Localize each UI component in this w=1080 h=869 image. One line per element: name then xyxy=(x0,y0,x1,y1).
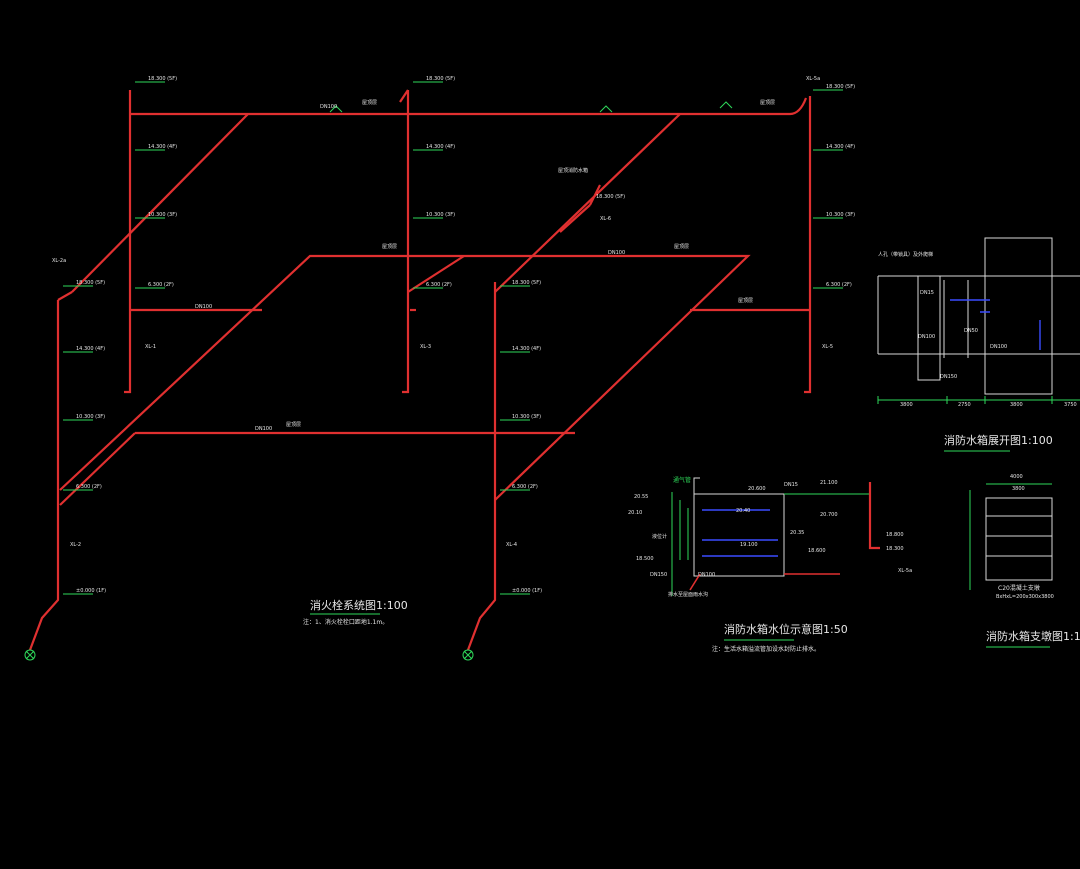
svg-text:14.300 (4F): 14.300 (4F) xyxy=(512,346,541,352)
svg-text:屋顶消防水箱: 屋顶消防水箱 xyxy=(558,167,588,174)
svg-text:DN15: DN15 xyxy=(920,290,934,296)
elevation-markers xyxy=(63,81,843,595)
svg-text:排水至屋面雨水沟: 排水至屋面雨水沟 xyxy=(668,591,708,598)
svg-text:通气管: 通气管 xyxy=(673,476,691,484)
svg-text:6.300 (2F): 6.300 (2F) xyxy=(426,282,452,288)
svg-text:14.300 (4F): 14.300 (4F) xyxy=(426,144,455,150)
svg-text:±0.000 (1F): ±0.000 (1F) xyxy=(512,588,542,594)
svg-text:14.300 (4F): 14.300 (4F) xyxy=(826,144,855,150)
svg-text:XL-2a: XL-2a xyxy=(52,258,66,264)
tank-level-note: 注：生活水箱溢流管加设水封防止排水。 xyxy=(712,645,820,653)
svg-text:18.300 (5F): 18.300 (5F) xyxy=(596,194,625,200)
svg-text:3750: 3750 xyxy=(1064,402,1077,408)
system-note: 注：1、消火栓栓口距地1.1m。 xyxy=(303,618,388,626)
svg-text:XL-1: XL-1 xyxy=(145,344,156,350)
svg-text:20.55: 20.55 xyxy=(634,494,648,500)
svg-text:6.300 (2F): 6.300 (2F) xyxy=(76,484,102,490)
svg-text:21.100: 21.100 xyxy=(820,480,838,486)
svg-text:XL-6: XL-6 xyxy=(600,216,611,222)
tank-level-diagram: 通气管 20.600 20.40 20.35 19.100 18.600 18.… xyxy=(628,476,912,653)
svg-text:DN100: DN100 xyxy=(918,334,935,340)
svg-text:屋顶层: 屋顶层 xyxy=(362,100,377,106)
svg-text:10.300 (3F): 10.300 (3F) xyxy=(512,414,541,420)
svg-text:20.700: 20.700 xyxy=(820,512,838,518)
svg-text:DN100: DN100 xyxy=(195,304,212,310)
svg-text:C20混凝土支墩: C20混凝土支墩 xyxy=(998,584,1040,592)
svg-text:DN100: DN100 xyxy=(990,344,1007,350)
svg-text:18.500: 18.500 xyxy=(636,556,654,562)
svg-text:DN100: DN100 xyxy=(608,250,625,256)
svg-text:18.300 (5F): 18.300 (5F) xyxy=(426,76,455,82)
svg-text:3800: 3800 xyxy=(1012,486,1025,492)
svg-text:4000: 4000 xyxy=(1010,474,1023,480)
svg-text:3800: 3800 xyxy=(900,402,913,408)
svg-text:XL-4: XL-4 xyxy=(506,542,517,548)
svg-text:10.300 (3F): 10.300 (3F) xyxy=(826,212,855,218)
svg-text:BxHxL=200x300x3800: BxHxL=200x300x3800 xyxy=(996,594,1054,600)
svg-text:液位计: 液位计 xyxy=(652,533,667,540)
svg-text:屋顶层: 屋顶层 xyxy=(738,298,753,304)
svg-text:屋顶层: 屋顶层 xyxy=(286,422,301,428)
svg-text:2750: 2750 xyxy=(958,402,971,408)
svg-text:XL-5: XL-5 xyxy=(822,344,833,350)
hydrant-system-diagram: 18.300 (5F) 14.300 (4F) 10.300 (3F) 6.30… xyxy=(24,76,855,661)
svg-text:18.300 (5F): 18.300 (5F) xyxy=(826,84,855,90)
svg-text:20.10: 20.10 xyxy=(628,510,642,516)
svg-text:屋顶层: 屋顶层 xyxy=(674,244,689,250)
svg-text:DN15: DN15 xyxy=(784,482,798,488)
svg-text:3800: 3800 xyxy=(1010,402,1023,408)
svg-text:18.300 (5F): 18.300 (5F) xyxy=(76,280,105,286)
svg-text:6.300 (2F): 6.300 (2F) xyxy=(512,484,538,490)
svg-text:DN100: DN100 xyxy=(255,426,272,432)
svg-text:DN100: DN100 xyxy=(698,572,715,578)
svg-text:DN50: DN50 xyxy=(964,328,978,334)
svg-text:DN150: DN150 xyxy=(940,374,957,380)
svg-text:±0.000 (1F): ±0.000 (1F) xyxy=(76,588,106,594)
svg-text:人孔（带锁具）及外爬梯: 人孔（带锁具）及外爬梯 xyxy=(878,251,933,258)
svg-text:18.300 (5F): 18.300 (5F) xyxy=(512,280,541,286)
svg-text:6.300 (2F): 6.300 (2F) xyxy=(148,282,174,288)
svg-text:XL-3: XL-3 xyxy=(420,344,431,350)
svg-text:14.300 (4F): 14.300 (4F) xyxy=(148,144,177,150)
svg-text:屋顶层: 屋顶层 xyxy=(382,244,397,250)
svg-text:6.300 (2F): 6.300 (2F) xyxy=(826,282,852,288)
svg-text:屋顶层: 屋顶层 xyxy=(760,100,775,106)
svg-text:DN150: DN150 xyxy=(650,572,667,578)
svg-text:18.300 (5F): 18.300 (5F) xyxy=(148,76,177,82)
svg-text:XL-5a: XL-5a xyxy=(806,76,820,82)
tank-support-diagram: 4000 3800 C20混凝土支墩 BxHxL=200x300x3800 消防… xyxy=(969,474,1080,648)
svg-text:DN100: DN100 xyxy=(320,104,337,110)
svg-text:20.600: 20.600 xyxy=(748,486,766,492)
tank-plan-title: 消防水箱展开图1:100 xyxy=(944,433,1053,447)
svg-text:20.35: 20.35 xyxy=(790,530,804,536)
svg-text:14.300 (4F): 14.300 (4F) xyxy=(76,346,105,352)
svg-text:XL-5a: XL-5a xyxy=(898,568,912,574)
tank-level-title: 消防水箱水位示意图1:50 xyxy=(724,622,848,636)
svg-text:10.300 (3F): 10.300 (3F) xyxy=(148,212,177,218)
svg-text:10.300 (3F): 10.300 (3F) xyxy=(426,212,455,218)
system-title: 消火栓系统图1:100 xyxy=(310,598,408,612)
svg-text:10.300 (3F): 10.300 (3F) xyxy=(76,414,105,420)
svg-text:XL-2: XL-2 xyxy=(70,542,81,548)
tank-plan-diagram: 3800 2750 3800 3750 人孔（带锁具）及外爬梯 DN15 DN5… xyxy=(877,237,1080,452)
svg-text:18.600: 18.600 xyxy=(808,548,826,554)
svg-text:19.100: 19.100 xyxy=(740,542,758,548)
svg-text:18.800: 18.800 xyxy=(886,532,904,538)
tank-support-title: 消防水箱支墩图1:100 xyxy=(986,629,1080,643)
svg-text:18.300: 18.300 xyxy=(886,546,904,552)
svg-text:20.40: 20.40 xyxy=(736,508,750,514)
